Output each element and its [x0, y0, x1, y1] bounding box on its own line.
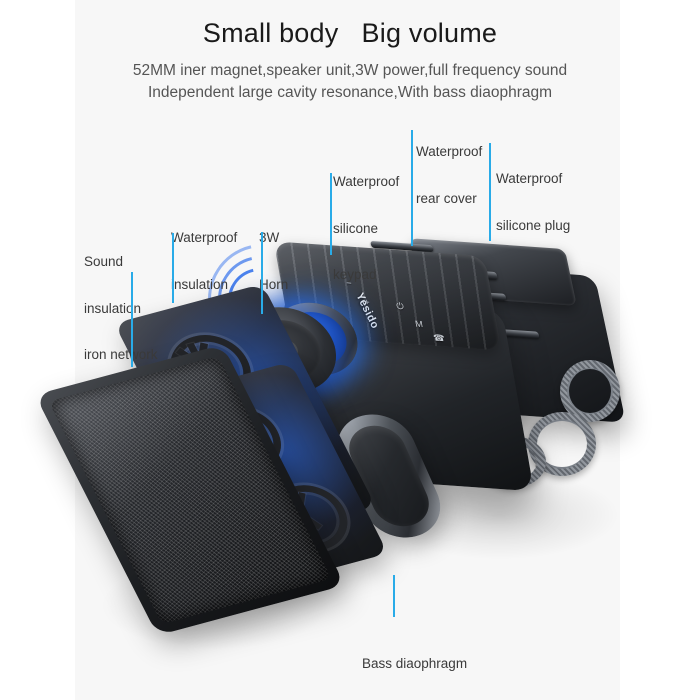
callout-line-1: Bass diaophragm	[362, 656, 468, 671]
leader-line-waterproof-silicone-plug	[489, 143, 491, 241]
callout-line-2: insulation	[84, 300, 142, 316]
callout-waterproof-rear-cover: Waterproof rear cover	[416, 113, 482, 237]
leader-line-waterproof-rear-cover	[411, 130, 413, 246]
callout-line-3: iron network	[84, 347, 158, 362]
callout-waterproof-insulation: Waterproof insulation	[171, 199, 237, 323]
page-title: Small body Big volume	[202, 18, 498, 48]
subtitle-line-2: Independent large cavity resonance,With …	[147, 84, 553, 101]
callout-line-1: Waterproof	[416, 144, 483, 159]
leader-line-bass-diaophragm	[393, 575, 395, 617]
callout-waterproof-silicone-keypad: Waterproof silicone keypad	[333, 143, 399, 314]
callout-line-1: Waterproof	[496, 171, 563, 186]
callout-line-1: Waterproof	[171, 230, 238, 245]
callout-line-1: Waterproof	[333, 174, 400, 189]
key-mode[interactable]: M	[414, 318, 424, 330]
callout-line-2: Horn	[259, 276, 289, 292]
page-subtitle: 52MM iner magnet,speaker unit,3W power,f…	[0, 60, 700, 104]
callout-sound-insulation-iron-network: Sound insulation iron network	[84, 223, 158, 394]
callout-line-3: keypad	[333, 267, 377, 282]
lanyard-strap-upper	[560, 360, 620, 422]
leader-line-3w-horn	[261, 232, 263, 314]
callout-line-2: insulation	[171, 276, 229, 292]
callout-line-1: Sound	[84, 254, 124, 269]
callout-line-2: silicone	[333, 220, 379, 236]
callout-3w-horn: 3W Horn	[259, 199, 288, 323]
leader-line-waterproof-insulation	[172, 233, 174, 303]
callout-line-2: silicone plug	[496, 217, 571, 233]
callout-line-2: rear cover	[416, 190, 477, 206]
callout-line-1: 3W	[259, 230, 280, 245]
key-call[interactable]: ☎	[432, 332, 446, 343]
subtitle-line-1: 52MM iner magnet,speaker unit,3W power,f…	[132, 62, 568, 79]
leader-line-waterproof-silicone-keypad	[330, 173, 332, 255]
callout-waterproof-silicone-plug: Waterproof silicone plug	[496, 140, 570, 264]
leader-line-sound-insulation-iron-network	[131, 272, 133, 367]
callout-bass-diaophragm: Bass diaophragm	[362, 625, 467, 700]
